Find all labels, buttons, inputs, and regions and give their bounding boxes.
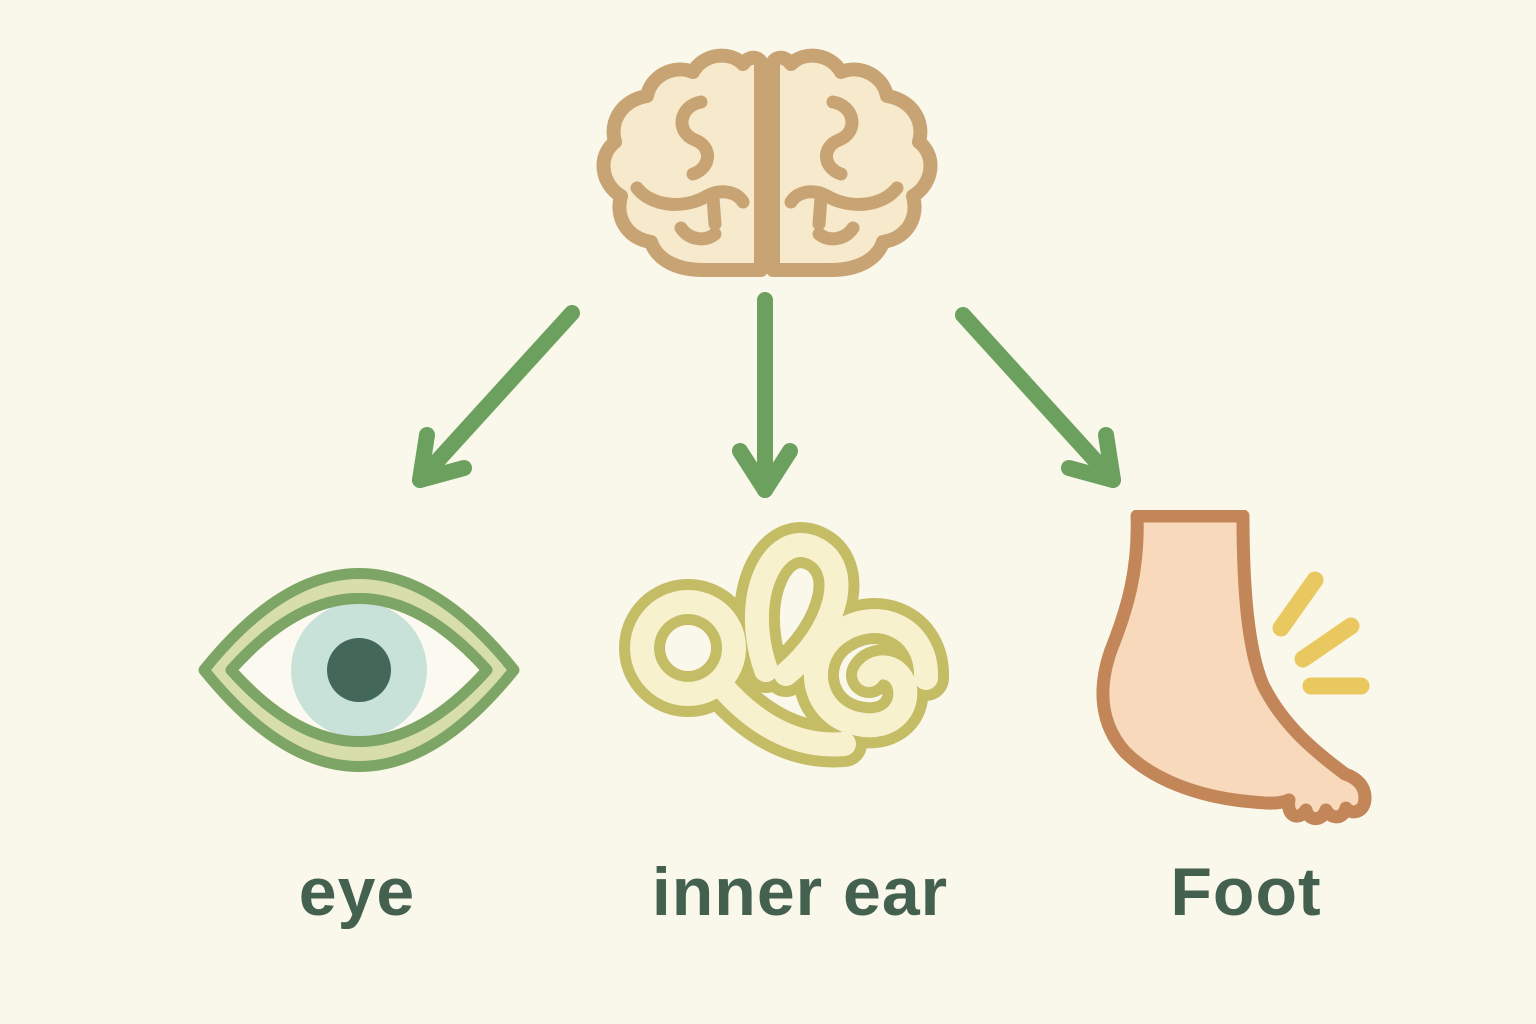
label-inner-ear: inner ear — [651, 854, 949, 930]
foot-icon — [1096, 510, 1372, 826]
arrow-down-icon — [732, 292, 798, 498]
arrow-down-right-icon — [955, 307, 1121, 488]
label-eye: eye — [298, 854, 416, 930]
emphasis-dashes — [1272, 571, 1370, 695]
arrow-down-left-icon — [412, 305, 580, 488]
inner-ear-icon — [618, 512, 958, 792]
label-foot: Foot — [1170, 854, 1322, 930]
pupil — [327, 638, 391, 702]
eye-icon — [198, 568, 520, 772]
